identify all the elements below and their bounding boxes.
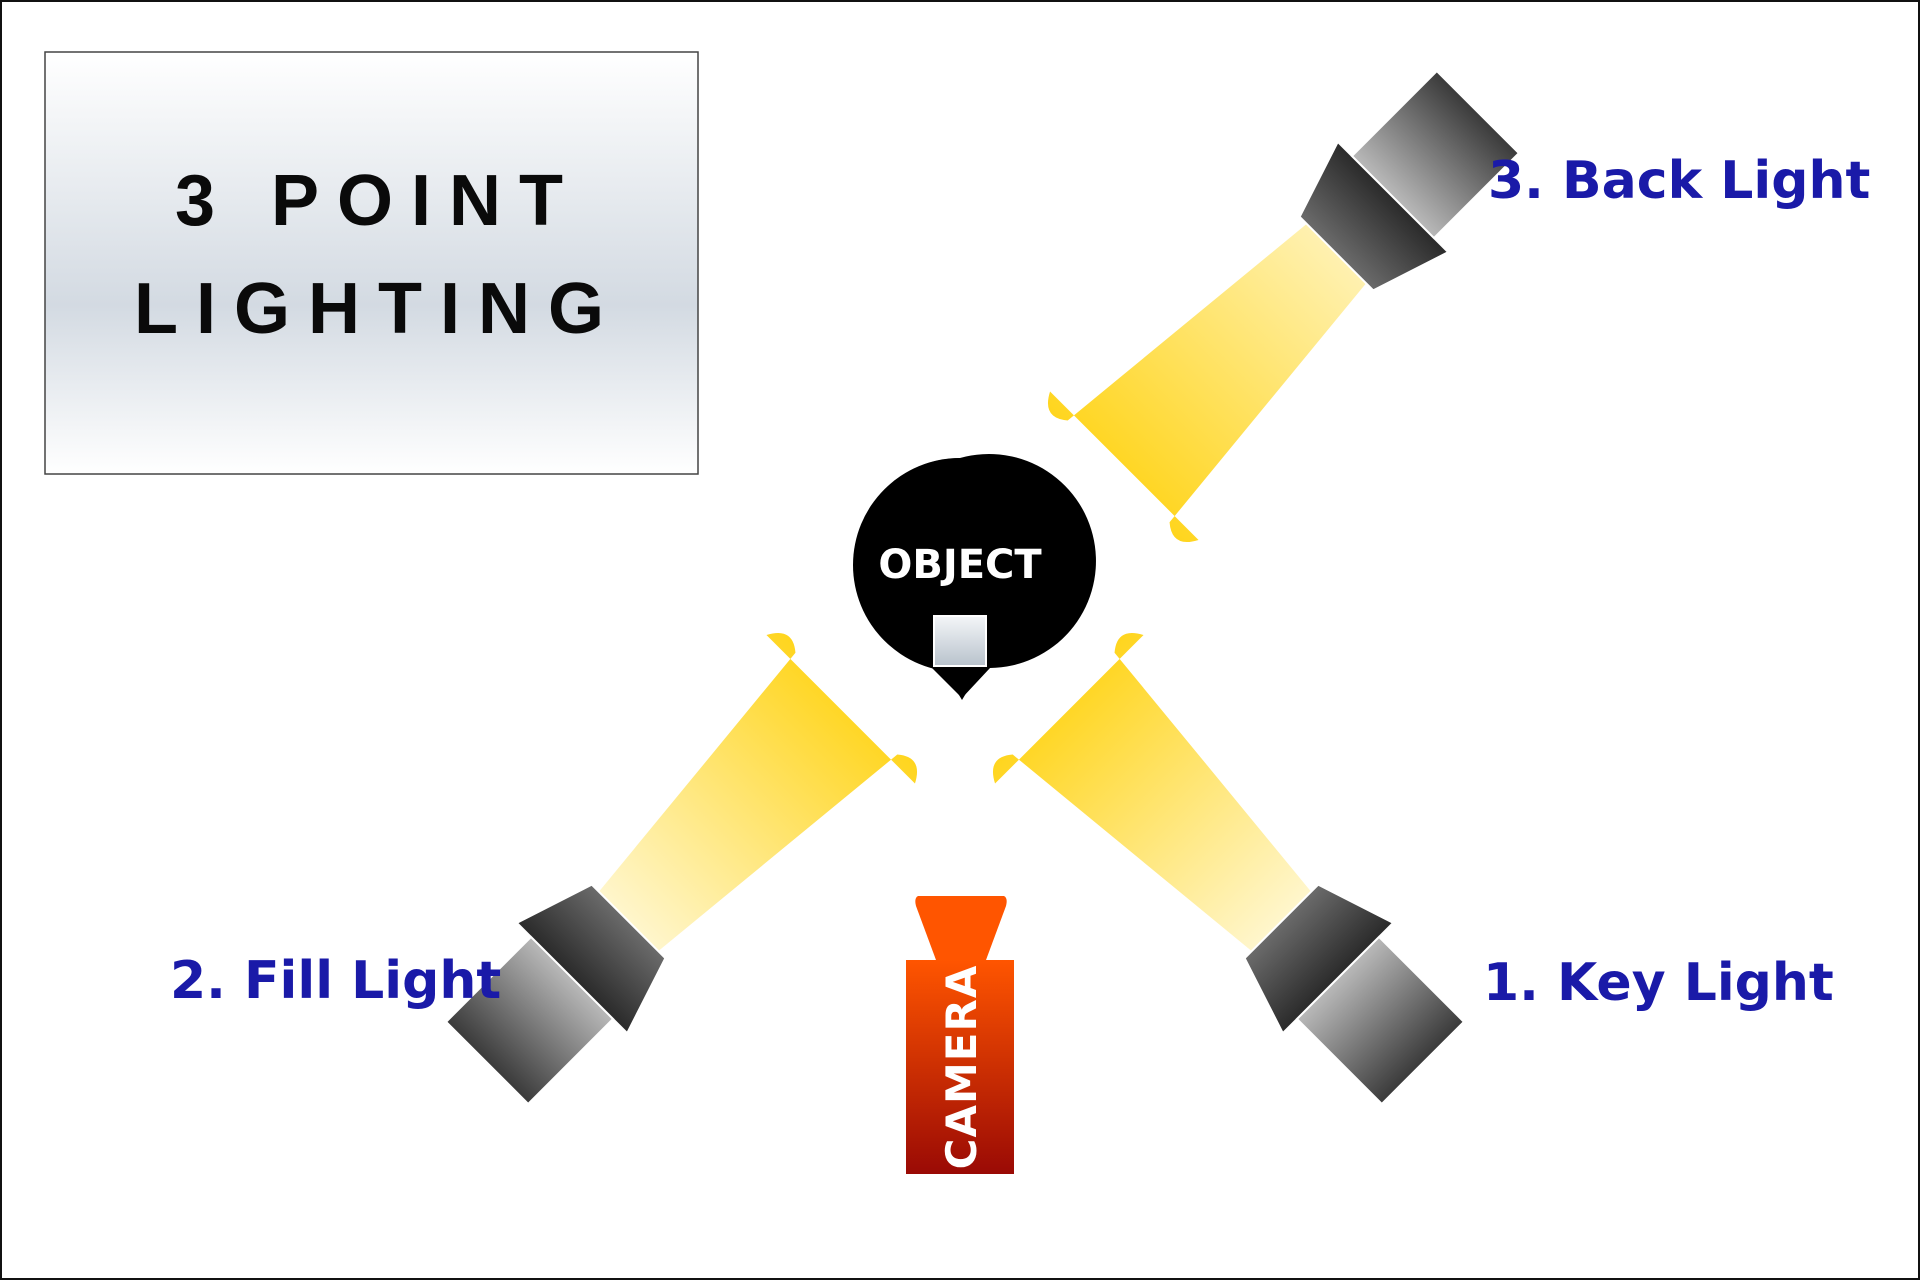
- object-pointer: [938, 660, 986, 700]
- camera-body: [906, 960, 1014, 1174]
- title-line-1: 3 POINT: [175, 161, 581, 241]
- key-light-barndoor: [1243, 883, 1395, 1035]
- key-light-beam: [992, 632, 1312, 952]
- key-light: [992, 632, 1466, 1106]
- camera-lens: [915, 896, 1007, 960]
- object-label: OBJECT: [878, 542, 1042, 588]
- back-light-head: [1350, 69, 1521, 240]
- fill-light-beam: [598, 632, 918, 952]
- title-panel-background: [44, 51, 699, 475]
- fill-light: [444, 632, 918, 1106]
- object-circle: [853, 458, 1067, 672]
- back-light-label: 3. Back Light: [1488, 151, 1870, 211]
- back-light: [1047, 69, 1521, 543]
- object-box: [933, 615, 987, 667]
- camera: CAMERA: [906, 896, 1014, 1174]
- key-light-label: 1. Key Light: [1483, 953, 1834, 1013]
- title-line-2: LIGHTING: [134, 269, 622, 349]
- back-light-barndoor: [1298, 140, 1450, 292]
- object-marker: OBJECT: [853, 454, 1096, 700]
- fill-light-barndoor: [515, 883, 667, 1035]
- title-panel: 3 POINT LIGHTING: [44, 51, 699, 475]
- key-light-head: [1295, 935, 1466, 1106]
- fill-light-head: [444, 935, 615, 1106]
- camera-label: CAMERA: [937, 965, 986, 1170]
- fill-light-label: 2. Fill Light: [170, 951, 501, 1011]
- back-light-beam: [1047, 223, 1367, 543]
